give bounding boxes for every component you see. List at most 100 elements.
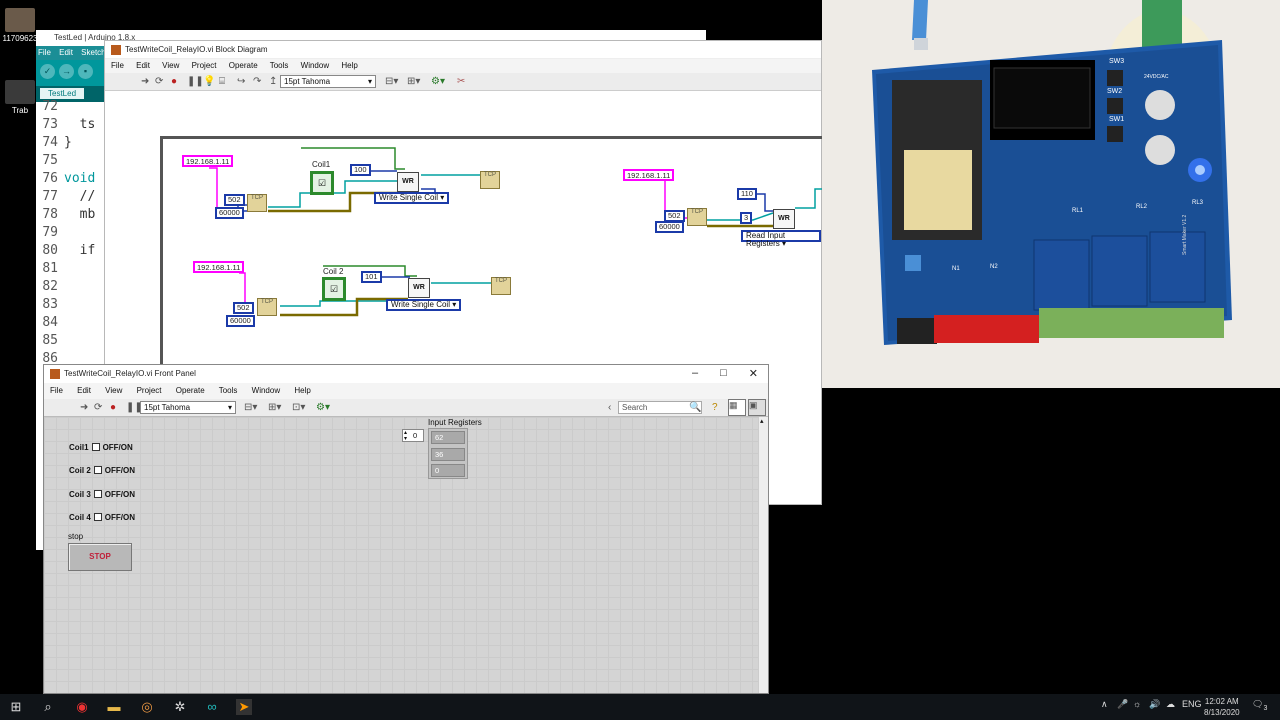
fp-menu-project[interactable]: Project: [136, 386, 162, 395]
microphone-icon[interactable]: 🎤: [1117, 699, 1129, 709]
index-stepper-icon[interactable]: ▴▾: [404, 430, 408, 442]
file-explorer-icon[interactable]: ▬: [107, 699, 121, 714]
pause-icon[interactable]: ❚❚: [187, 76, 204, 87]
tcp-open-node-1[interactable]: TCP: [247, 194, 267, 212]
minimize-icon[interactable]: –: [692, 367, 699, 379]
coil4-checkbox[interactable]: [93, 513, 102, 521]
front-panel-canvas[interactable]: Coil1 OFF/ON Coil 2 OFF/ON Coil 3 OFF/ON…: [44, 417, 758, 693]
address-constant-2[interactable]: 101: [361, 271, 382, 283]
menu-edit[interactable]: Edit: [59, 48, 73, 57]
code-line[interactable]: 80 if: [36, 243, 706, 261]
close-icon[interactable]: ✕: [748, 368, 758, 380]
timeout-constant-2[interactable]: 60000: [226, 315, 255, 327]
chevron-left-icon[interactable]: ‹: [608, 402, 612, 413]
count-constant-3[interactable]: 3: [740, 212, 753, 224]
address-constant-1[interactable]: 100: [350, 164, 371, 176]
step-into-icon[interactable]: ↪: [237, 76, 246, 87]
run-arrow-icon[interactable]: ➜: [80, 402, 89, 413]
ip-constant-1[interactable]: 192.168.1.11: [182, 155, 234, 167]
tray-chevron-icon[interactable]: ∧: [1101, 699, 1108, 709]
modbus-read-node-3[interactable]: WR: [773, 209, 795, 229]
language-indicator[interactable]: ENG: [1182, 699, 1202, 709]
coil1-checkbox[interactable]: [91, 443, 100, 451]
bd-menu-file[interactable]: File: [111, 61, 124, 70]
new-icon[interactable]: ▪: [78, 64, 93, 79]
volume-icon[interactable]: 🔊: [1149, 699, 1161, 709]
fp-menu-edit[interactable]: Edit: [77, 386, 91, 395]
retain-wire-icon[interactable]: ⌸: [219, 76, 225, 87]
fp-menu-operate[interactable]: Operate: [175, 386, 205, 395]
ip-constant-3[interactable]: 192.168.1.11: [623, 169, 675, 181]
code-line[interactable]: 81: [36, 261, 706, 279]
coil2-control[interactable]: Coil 2 OFF/ON: [69, 463, 135, 477]
abort-icon[interactable]: ●: [110, 402, 117, 413]
front-panel-scrollbar[interactable]: ▴: [758, 417, 768, 693]
fp-menu-help[interactable]: Help: [294, 386, 311, 395]
function-selector-1[interactable]: Write Single Coil ▾: [374, 192, 450, 204]
coil2-checkbox[interactable]: [93, 466, 102, 474]
bd-menu-edit[interactable]: Edit: [136, 61, 150, 70]
brightness-icon[interactable]: ☼: [1133, 699, 1142, 709]
code-line[interactable]: 72: [36, 99, 706, 117]
scroll-up-icon[interactable]: ▴: [760, 418, 764, 425]
array-index-control[interactable]: ▴▾ 0: [402, 429, 424, 442]
notification-icon[interactable]: 🗨3: [1252, 699, 1268, 712]
fp-menu-view[interactable]: View: [105, 386, 123, 395]
fp-font-select[interactable]: 15pt Tahoma▾: [140, 401, 236, 414]
step-over-icon[interactable]: ↷: [253, 76, 262, 87]
tcp-close-node-2[interactable]: TCP: [491, 277, 511, 295]
code-line[interactable]: 79: [36, 225, 706, 243]
help-icon[interactable]: ?: [712, 402, 718, 413]
recorder-icon[interactable]: ◉: [76, 699, 88, 714]
search-input[interactable]: Search: [618, 401, 702, 414]
clock[interactable]: 12:02 AM 8/13/2020: [1204, 696, 1240, 718]
highlight-execution-icon[interactable]: 💡: [203, 76, 216, 87]
step-out-icon[interactable]: ↥: [269, 76, 278, 87]
bd-menu-operate[interactable]: Operate: [228, 61, 258, 70]
coil4-control[interactable]: Coil 4 OFF/ON: [69, 510, 135, 524]
tcp-open-node-3[interactable]: TCP: [687, 208, 707, 226]
distribute-icon[interactable]: ⊞▾: [407, 76, 421, 87]
coil3-control[interactable]: Coil 3 OFF/ON: [69, 487, 135, 501]
code-line[interactable]: 84: [36, 315, 706, 333]
bd-font-select[interactable]: 15pt Tahoma▾: [280, 75, 376, 88]
code-line[interactable]: 78 mb: [36, 207, 706, 225]
onedrive-icon[interactable]: ☁: [1166, 699, 1175, 709]
code-line[interactable]: 73 ts: [36, 117, 706, 135]
coil2-control-terminal[interactable]: ☑: [322, 277, 346, 301]
code-line[interactable]: 86: [36, 351, 706, 369]
abort-icon[interactable]: ●: [171, 76, 178, 87]
fp-menu-tools[interactable]: Tools: [218, 386, 238, 395]
coil1-control-terminal[interactable]: ☑: [310, 171, 334, 195]
search-icon[interactable]: 🔍: [689, 402, 702, 413]
modbus-write-node-2[interactable]: WR: [408, 278, 430, 298]
windows-start-icon[interactable]: ⊞: [10, 699, 22, 714]
code-line[interactable]: 74}: [36, 135, 706, 153]
pause-icon[interactable]: ❚❚: [126, 402, 143, 413]
fp-menu-window[interactable]: Window: [251, 386, 281, 395]
chrome-icon[interactable]: ◎: [141, 699, 153, 714]
coil3-checkbox[interactable]: [93, 490, 102, 498]
menu-file[interactable]: File: [38, 48, 51, 57]
maximize-icon[interactable]: □: [720, 367, 727, 379]
tcp-close-node-1[interactable]: TCP: [480, 171, 500, 189]
bd-menu-help[interactable]: Help: [341, 61, 358, 70]
stop-button[interactable]: STOP: [68, 543, 132, 571]
network-tool-icon[interactable]: ✲: [174, 699, 186, 714]
arduino-taskbar-icon[interactable]: ∞: [207, 699, 217, 714]
address-constant-3[interactable]: 110: [737, 188, 757, 200]
align-icon[interactable]: ⊟▾: [244, 402, 258, 413]
cleanup-icon[interactable]: ✂: [457, 76, 466, 87]
align-icon[interactable]: ⊟▾: [385, 76, 399, 87]
tab-testled[interactable]: TestLed: [40, 88, 85, 99]
reorder-icon[interactable]: ⚙▾: [431, 76, 445, 87]
code-line[interactable]: 77 //: [36, 189, 706, 207]
tcp-open-node-2[interactable]: TCP: [257, 298, 277, 316]
bd-menu-tools[interactable]: Tools: [269, 61, 289, 70]
menu-sketch[interactable]: Sketch: [81, 48, 106, 57]
desktop-icon-trab[interactable]: Trab: [0, 80, 40, 115]
verify-icon[interactable]: ✓: [40, 64, 55, 79]
vi-icon[interactable]: ▣: [748, 399, 766, 416]
run-arrow-icon[interactable]: ➜: [141, 76, 150, 87]
